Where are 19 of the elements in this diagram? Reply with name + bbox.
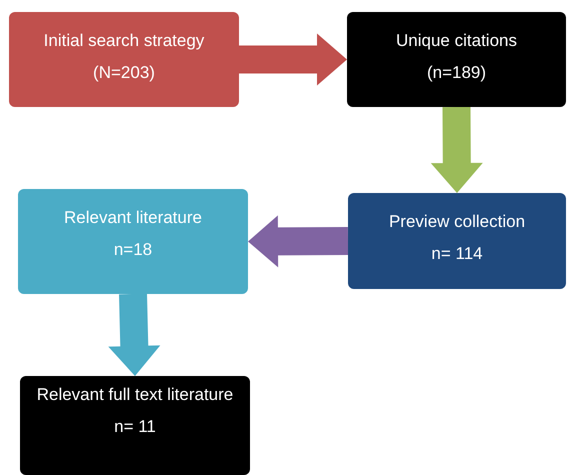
block-arrow [430,106,483,193]
process-box [20,376,250,475]
node-text: n= 11 [113,416,157,438]
process-box [9,12,239,107]
node-text: Relevant full text literature [36,384,234,406]
node-text: Unique citations [395,30,518,52]
node-text: (N=203) [92,62,156,84]
node-text: (n=189) [426,62,488,84]
process-box [18,189,248,294]
process-box [347,12,566,107]
block-arrow [248,215,348,268]
block-arrow [239,34,347,86]
node-text: n= 114 [430,243,484,265]
node-text: Relevant literature [63,207,203,229]
node-text: Preview collection [388,211,526,233]
node-text: n=18 [112,239,154,261]
node-text: Initial search strategy [42,30,206,52]
block-arrow [108,294,160,376]
process-box [348,193,566,289]
